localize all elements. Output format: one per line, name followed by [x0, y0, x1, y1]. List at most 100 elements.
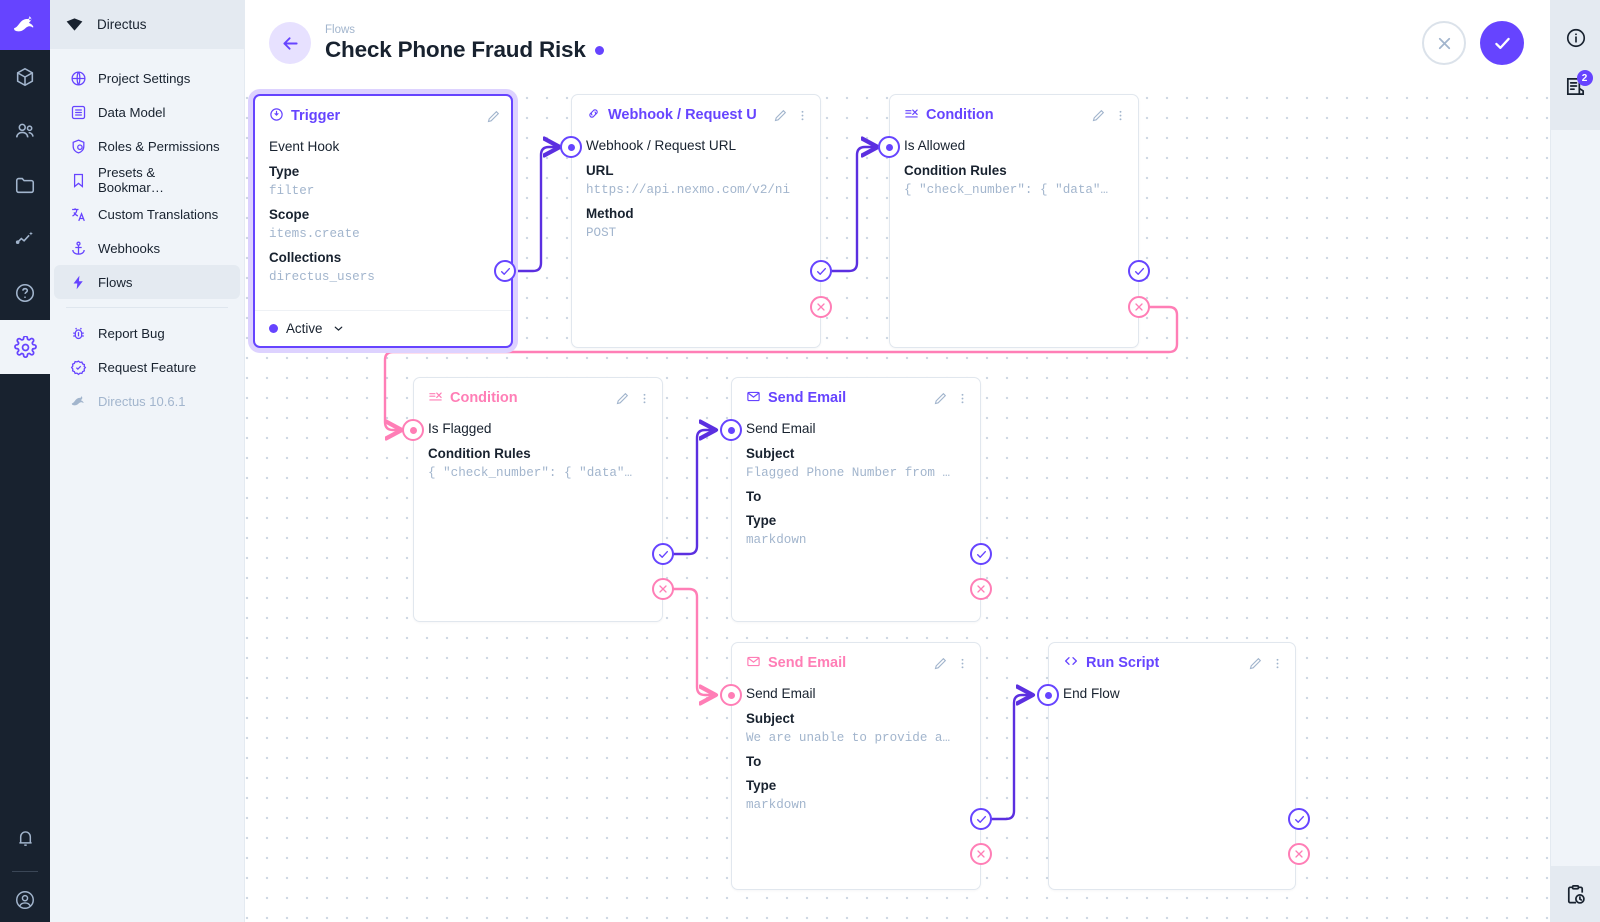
directus-logo[interactable] — [0, 0, 50, 50]
module-item-notifications[interactable] — [0, 811, 50, 865]
module-item-user-directory[interactable] — [0, 104, 50, 158]
more-vertical-icon[interactable] — [1270, 656, 1285, 671]
handle-target-send-email-flagged[interactable] — [720, 419, 742, 441]
close-icon — [1438, 37, 1450, 49]
pencil-icon[interactable] — [1248, 656, 1263, 671]
handle-resolve-condition-flagged[interactable] — [652, 543, 674, 565]
more-vertical-icon[interactable] — [955, 656, 970, 671]
breadcrumb[interactable]: Flows — [325, 24, 356, 36]
flow-panel-webhook[interactable]: Webhook / Request U Webhook / Request UR… — [571, 94, 821, 348]
module-item-account[interactable] — [0, 878, 50, 922]
pencil-icon[interactable] — [773, 108, 788, 123]
handle-reject-send-email-flagged[interactable] — [970, 578, 992, 600]
right-sidebar-top-group: 2 — [1550, 0, 1600, 130]
status-label: Active — [286, 321, 323, 336]
sidebar-item-presets-bookmarks[interactable]: Presets & Bookmar… — [54, 163, 240, 197]
sidebar-item-data-model[interactable]: Data Model — [54, 95, 240, 129]
back-button[interactable] — [269, 22, 311, 64]
handle-resolve-webhook[interactable] — [810, 260, 832, 282]
flow-panel-send-email-flagged[interactable]: Send Email Send Email Subject Flagged Ph… — [731, 377, 981, 622]
panel-type: Send Email — [746, 654, 846, 673]
flow-panel-run-script[interactable]: Run Script End Flow — [1048, 642, 1296, 890]
field-label: Collections — [269, 250, 342, 265]
sidebar-item-report-bug[interactable]: Report Bug — [54, 316, 240, 350]
sidebar-item-label: Data Model — [98, 104, 166, 120]
flow-panel-send-email-unable[interactable]: Send Email Send Email Subject We are una… — [731, 642, 981, 890]
panel-type-label: Run Script — [1086, 655, 1160, 671]
sidebar-item-custom-translations[interactable]: Custom Translations — [54, 197, 240, 231]
panel-type: Condition — [428, 389, 518, 408]
module-item-help[interactable] — [0, 266, 50, 320]
more-vertical-icon[interactable] — [637, 391, 652, 406]
handle-reject-webhook[interactable] — [810, 296, 832, 318]
field-value: filter — [269, 184, 315, 198]
handle-reject-condition-allowed[interactable] — [1128, 296, 1150, 318]
handle-reject-run-script[interactable] — [1288, 843, 1310, 865]
field-value: markdown — [746, 798, 807, 812]
link-condition-flagged-reject-to-send-email-unable — [663, 587, 719, 695]
cancel-button[interactable] — [1422, 21, 1466, 65]
pencil-icon[interactable] — [933, 656, 948, 671]
pencil-icon[interactable] — [486, 109, 501, 124]
flow-panel-condition-flagged[interactable]: Condition Is Flagged Condition Rules { "… — [413, 377, 663, 622]
handle-target-condition-flagged[interactable] — [402, 419, 424, 441]
save-button[interactable] — [1480, 21, 1524, 65]
pencil-icon[interactable] — [615, 391, 630, 406]
module-item-content[interactable] — [0, 50, 50, 104]
right-sidebar: 2 — [1550, 0, 1600, 922]
handle-resolve-trigger[interactable] — [494, 260, 516, 282]
sidebar-item-project-settings[interactable]: Project Settings — [54, 61, 240, 95]
field-label: Subject — [746, 446, 795, 461]
handle-resolve-run-script[interactable] — [1288, 808, 1310, 830]
clipboard-clock-icon — [1567, 884, 1585, 904]
handle-target-webhook[interactable] — [560, 136, 582, 158]
pencil-icon[interactable] — [933, 391, 948, 406]
flow-panel-condition-allowed[interactable]: Condition Is Allowed Condition Rules { "… — [889, 94, 1139, 348]
panel-type-label: Webhook / Request U — [608, 107, 757, 123]
more-vertical-icon[interactable] — [795, 108, 810, 123]
more-vertical-icon[interactable] — [955, 391, 970, 406]
verified-icon — [70, 359, 87, 376]
sidebar-version: Directus 10.6.1 — [54, 384, 240, 418]
header-actions — [1422, 21, 1550, 65]
handle-resolve-send-email-unable[interactable] — [970, 808, 992, 830]
flow-panel-trigger[interactable]: Trigger Event Hook Type filter Scope ite… — [253, 94, 513, 348]
field-label: Subject — [746, 711, 795, 726]
mail-icon — [746, 654, 761, 673]
panel-header: Webhook / Request U — [572, 95, 820, 135]
handle-target-condition-allowed[interactable] — [878, 136, 900, 158]
page-title: Check Phone Fraud Risk — [325, 37, 586, 62]
flow-info-button[interactable] — [1551, 14, 1600, 62]
list-alt-icon — [70, 104, 87, 121]
arrow-left-icon — [282, 36, 298, 50]
field-label: To — [746, 754, 762, 769]
module-item-settings[interactable] — [0, 320, 50, 374]
module-item-file-library[interactable] — [0, 158, 50, 212]
handle-reject-send-email-unable[interactable] — [970, 843, 992, 865]
handle-resolve-condition-allowed[interactable] — [1128, 260, 1150, 282]
bell-icon — [18, 830, 32, 846]
handle-target-send-email-unable[interactable] — [720, 684, 742, 706]
sidebar-item-webhooks[interactable]: Webhooks — [54, 231, 240, 265]
more-vertical-icon[interactable] — [1113, 108, 1128, 123]
sidebar-item-label: Flows — [98, 274, 133, 290]
sidebar-item-request-feature[interactable]: Request Feature — [54, 350, 240, 384]
flow-logs-button[interactable]: 2 — [1551, 62, 1600, 110]
pencil-icon[interactable] — [1091, 108, 1106, 123]
handle-resolve-send-email-flagged[interactable] — [970, 543, 992, 565]
sidebar-item-flows[interactable]: Flows — [54, 265, 240, 299]
panel-tools — [933, 656, 970, 671]
activity-log-button[interactable] — [1550, 866, 1600, 922]
sidebar-item-roles-permissions[interactable]: Roles & Permissions — [54, 129, 240, 163]
module-item-insights[interactable] — [0, 212, 50, 266]
panel-header: Run Script — [1049, 643, 1295, 683]
trigger-status-selector[interactable]: Active — [255, 310, 511, 346]
rule-icon — [904, 106, 919, 125]
public-icon — [70, 70, 87, 87]
header-title-block: Flows Check Phone Fraud Risk — [325, 23, 604, 63]
project-header[interactable]: Directus — [50, 0, 244, 49]
panel-body: Event Hook Type filter Scope items.creat… — [255, 136, 511, 297]
handle-target-run-script[interactable] — [1037, 684, 1059, 706]
handle-reject-condition-flagged[interactable] — [652, 578, 674, 600]
panel-body: Is Allowed Condition Rules { "check_numb… — [890, 135, 1138, 210]
